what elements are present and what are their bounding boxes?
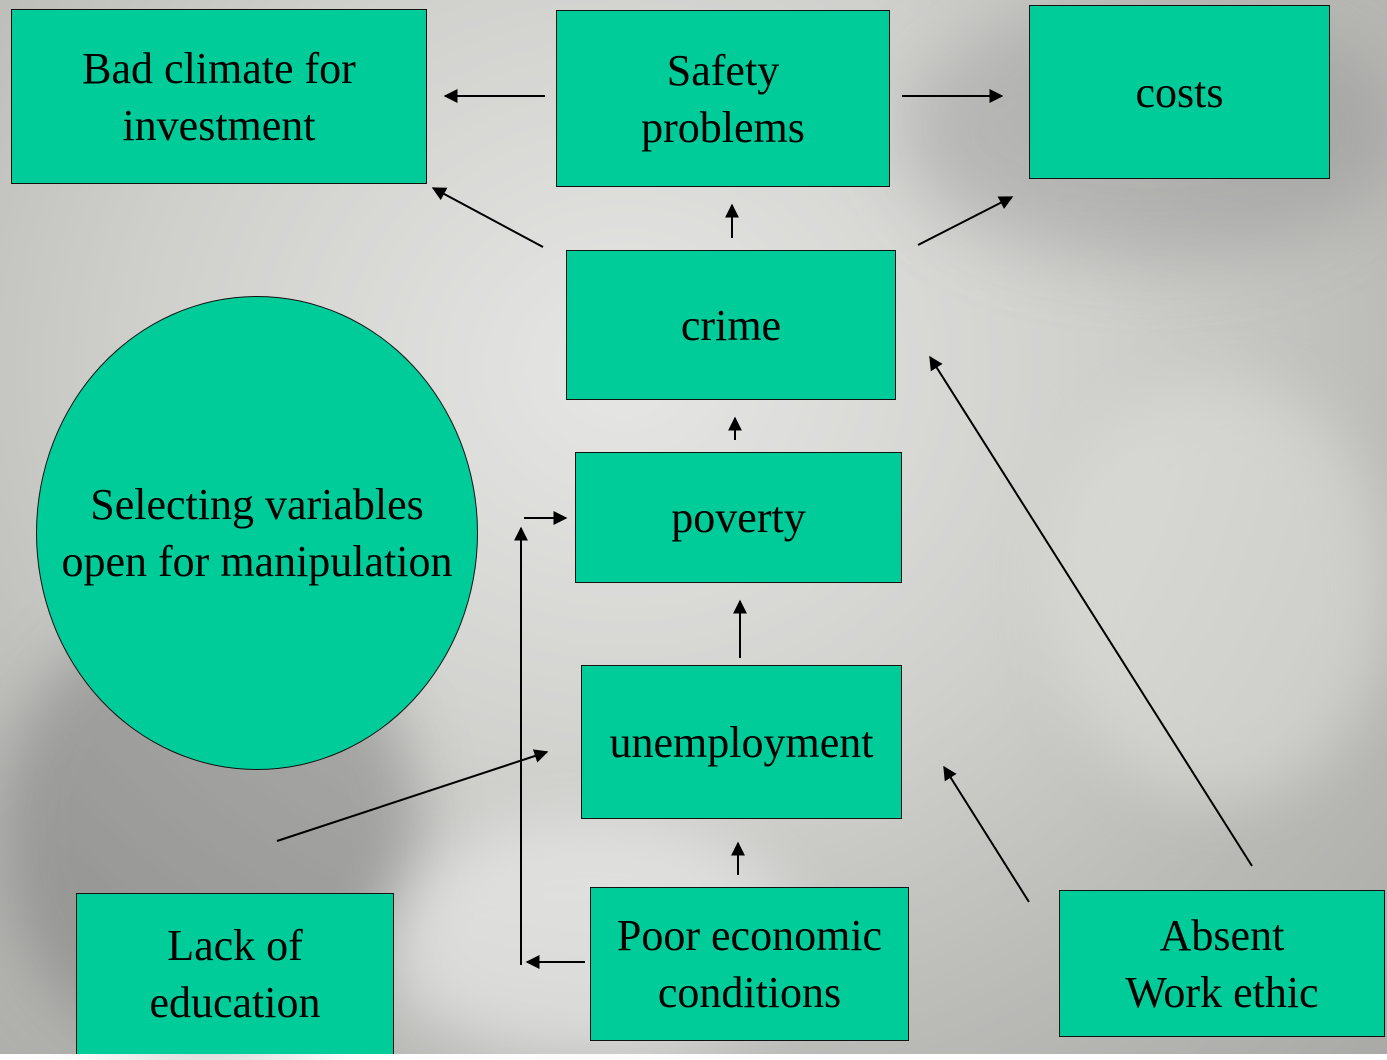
node-label: costs bbox=[1135, 67, 1224, 117]
arrow-crime-to-costs bbox=[917, 196, 1014, 246]
node-label: crime bbox=[680, 300, 782, 350]
oval-selecting-variables: Selecting variables open for manipulatio… bbox=[36, 296, 478, 770]
node-label: poverty bbox=[671, 493, 806, 542]
node-label: Bad climate for investment bbox=[82, 43, 356, 150]
node-lack-of-education: Lack of education bbox=[76, 893, 394, 1054]
node-unemployment: unemployment bbox=[581, 665, 902, 819]
node-label: Absent Work ethic bbox=[1125, 910, 1319, 1017]
node-costs: costs bbox=[1029, 5, 1330, 179]
node-absent-work-ethic: Absent Work ethic bbox=[1059, 890, 1385, 1037]
node-poverty: poverty bbox=[575, 452, 902, 583]
oval-label: Selecting variables open for manipulatio… bbox=[61, 480, 453, 586]
arrow-crime-to-climate bbox=[431, 187, 544, 248]
node-label: unemployment bbox=[609, 717, 874, 767]
node-safety-problems: Safety problems bbox=[556, 10, 890, 187]
arrow-workethic-to-unemployment bbox=[943, 765, 1030, 903]
bg-highlight bbox=[1050, 380, 1387, 800]
node-label: Safety problems bbox=[641, 45, 805, 152]
node-label: Lack of education bbox=[149, 921, 321, 1027]
node-label: Poor economic conditions bbox=[616, 911, 883, 1017]
node-bad-climate-for-investment: Bad climate for investment bbox=[11, 9, 427, 184]
node-poor-economic-conditions: Poor economic conditions bbox=[590, 887, 909, 1041]
node-crime: crime bbox=[566, 250, 896, 400]
arrow-workethic-to-crime bbox=[929, 355, 1253, 867]
arrow-education-to-unemployment bbox=[276, 749, 549, 842]
